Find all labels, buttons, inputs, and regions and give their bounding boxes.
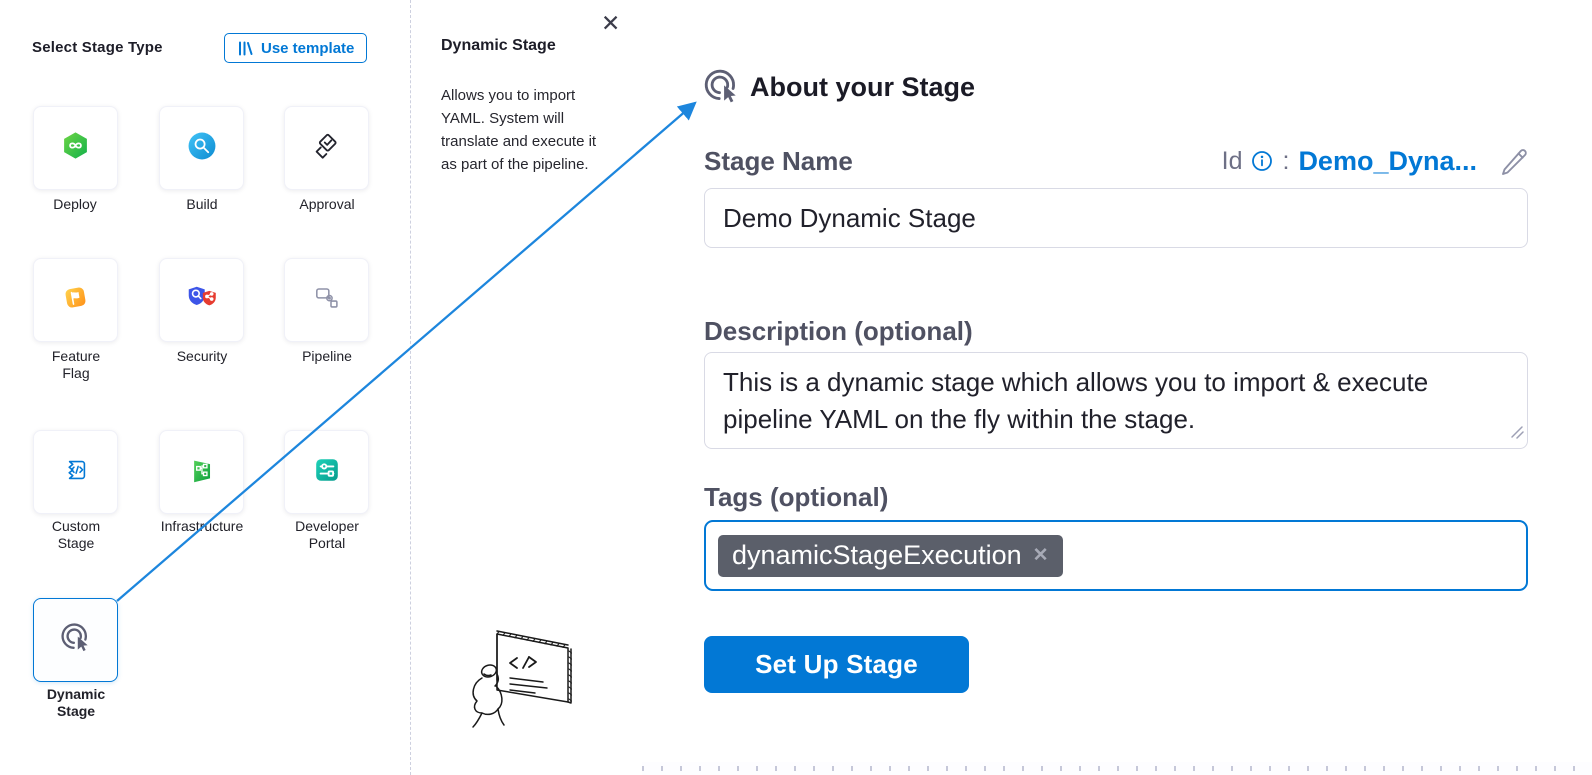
stage-card-dynamic-stage[interactable] [33,598,118,682]
stage-id-row: Id : Demo_Dyna... [1222,144,1528,178]
stage-card-label: Pipeline [302,348,352,364]
select-stage-type-title: Select Stage Type [32,39,163,56]
resize-handle-icon[interactable] [1510,425,1524,444]
stage-card-approval[interactable] [284,106,369,190]
stage-card-security[interactable] [159,258,244,342]
stage-card-label: Dynamic Stage [46,686,106,719]
about-your-stage-heading: About your Stage [750,72,976,102]
build-icon [186,130,218,167]
stage-info-title: Dynamic Stage [441,37,556,54]
tag-pill: dynamicStageExecution ✕ [718,534,1063,577]
pipeline-icon [311,282,342,318]
stage-card-deploy[interactable] [33,106,118,190]
presenter-illustration [455,618,595,743]
stage-card-label: Build [186,196,218,212]
set-up-stage-button[interactable]: Set Up Stage [704,636,969,693]
custom-stage-icon [60,454,92,491]
stage-card-label: Deploy [53,196,97,212]
stage-card-label: Developer Portal [295,518,359,551]
stage-name-label: Stage Name [704,146,853,176]
dynamic-stage-icon [702,67,742,112]
deploy-icon [60,130,91,166]
developer-portal-icon [311,454,343,491]
infrastructure-icon [186,454,217,490]
stage-card-pipeline[interactable] [284,258,369,342]
stage-card-feature-flag[interactable] [33,258,118,342]
stage-card-label: Custom Stage [51,518,101,551]
tags-input[interactable]: dynamicStageExecution ✕ [704,520,1528,591]
id-separator: : [1282,146,1290,175]
use-template-icon [237,40,254,57]
dynamic-stage-icon [59,621,93,660]
stage-name-input[interactable] [704,188,1528,248]
stage-card-developer-portal[interactable] [284,430,369,514]
tag-label: dynamicStageExecution [732,540,1022,570]
stage-info-description: Allows you to import YAML. System will t… [441,87,597,173]
description-field-wrap: This is a dynamic stage which allows you… [704,352,1528,449]
id-label: Id [1221,146,1243,175]
stage-card-custom-stage[interactable] [33,430,118,514]
tags-label: Tags (optional) [704,482,889,512]
tag-remove-icon[interactable]: ✕ [1032,545,1049,566]
edit-pencil-icon[interactable] [1498,146,1528,176]
stage-card-label: Security [176,348,228,364]
use-template-button[interactable]: Use template [224,33,368,63]
use-template-label: Use template [261,39,355,57]
stage-card-infrastructure[interactable] [159,430,244,514]
stage-card-build[interactable] [159,106,244,190]
description-label: Description (optional) [704,316,973,346]
stage-card-label: Approval [299,196,355,212]
stage-card-label: Feature Flag [51,348,101,381]
close-icon[interactable]: ✕ [601,10,621,36]
stage-card-label: Infrastructure [160,518,244,534]
canvas-grid-strip [642,762,1592,775]
info-icon[interactable] [1251,150,1273,172]
security-icon [185,281,219,320]
approval-icon [311,130,343,167]
feature-flag-icon [60,282,91,318]
stage-id-value[interactable]: Demo_Dyna... [1298,145,1477,176]
description-textarea[interactable]: This is a dynamic stage which allows you… [704,352,1528,449]
panel-divider [410,0,411,775]
